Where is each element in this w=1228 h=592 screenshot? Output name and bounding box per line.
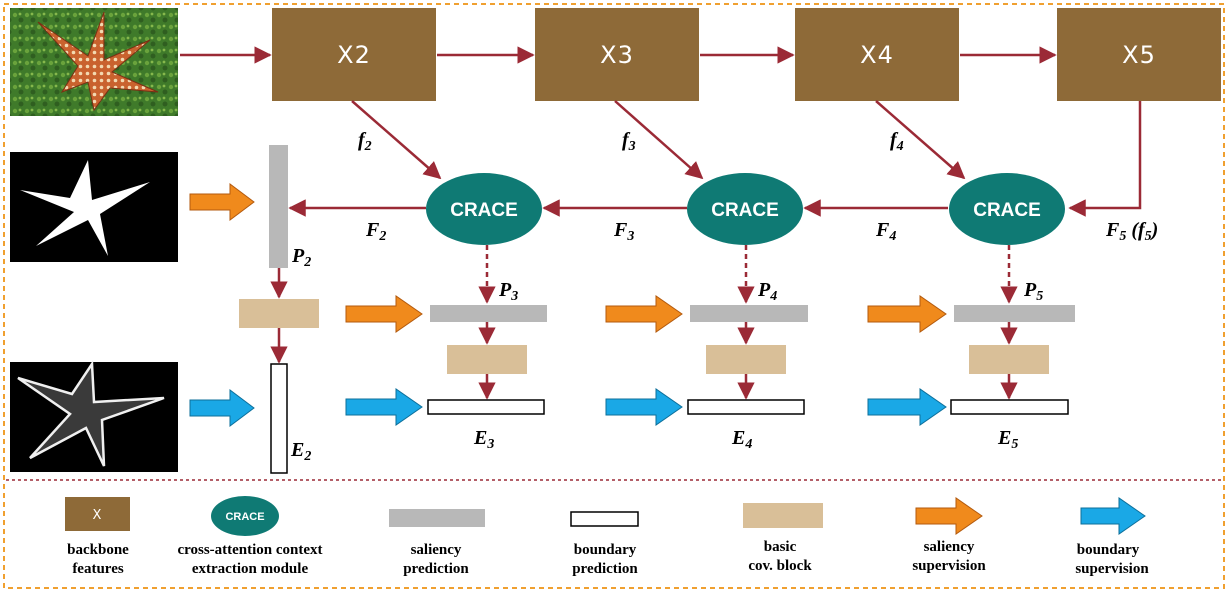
legend-boundary-prediction: boundary prediction bbox=[570, 511, 639, 577]
crace-module-1: CRACE bbox=[426, 173, 542, 245]
column-5 bbox=[950, 245, 1075, 415]
label-P3: P3 bbox=[498, 279, 518, 304]
saliency-supervision-arrows bbox=[189, 183, 947, 333]
legend-boundary-sup-line2: supervision bbox=[1075, 561, 1149, 577]
crace-label: CRACE bbox=[450, 200, 518, 221]
backbone-module-x4: X4 bbox=[795, 8, 959, 101]
crace-label: CRACE bbox=[711, 200, 779, 221]
legend-saliency-sup-line1: saliency bbox=[924, 539, 975, 555]
conv-block-5 bbox=[969, 345, 1049, 374]
label-F3: F3 bbox=[613, 219, 634, 244]
saliency-ground-truth-image bbox=[10, 152, 178, 262]
column-3 bbox=[427, 245, 547, 415]
legend-backbone-line2: features bbox=[72, 561, 124, 577]
backbone-module-x2: X2 bbox=[272, 8, 436, 101]
saliency-bar-p4 bbox=[690, 305, 808, 322]
conv-block-3 bbox=[447, 345, 527, 374]
conv-block-2 bbox=[239, 299, 319, 328]
legend-boundary-pred-line1: boundary bbox=[574, 542, 637, 558]
saliency-bar-p3 bbox=[430, 305, 547, 322]
legend-boundary-sup-line1: boundary bbox=[1077, 542, 1140, 558]
legend-crace-line2: extraction module bbox=[192, 561, 309, 577]
legend-saliency-sup-line2: supervision bbox=[912, 558, 986, 574]
boundary-bar-e5 bbox=[950, 399, 1069, 415]
module-label: X2 bbox=[337, 41, 371, 69]
boundary-bar-e2 bbox=[270, 363, 288, 474]
label-F4: F4 bbox=[875, 219, 896, 244]
module-label: X4 bbox=[860, 41, 894, 69]
legend-saliency-pred-line1: saliency bbox=[411, 542, 462, 558]
boundary-bar-e3 bbox=[427, 399, 545, 415]
crace-label: CRACE bbox=[973, 200, 1041, 221]
module-label: X5 bbox=[1122, 41, 1156, 69]
legend-saliency-supervision: saliency supervision bbox=[912, 497, 986, 574]
legend-conv-line2: cov. block bbox=[748, 558, 812, 574]
legend-backbone-line1: backbone bbox=[67, 542, 129, 558]
outer-border bbox=[3, 3, 1225, 589]
saliency-bar-p5 bbox=[954, 305, 1075, 322]
label-f3: f3 bbox=[622, 129, 636, 154]
legend-crace: CRACE cross-attention context extraction… bbox=[177, 496, 323, 577]
label-f4: f4 bbox=[890, 129, 904, 154]
legend-crace-icon-text: CRACE bbox=[225, 511, 264, 523]
label-P5: P5 bbox=[1023, 279, 1043, 304]
label-E5: E5 bbox=[997, 427, 1018, 452]
saliency-bar-p2 bbox=[269, 145, 288, 268]
legend-conv-line1: basic bbox=[764, 539, 797, 555]
label-E4: E4 bbox=[731, 427, 752, 452]
backbone-module-x5: X5 bbox=[1057, 8, 1221, 101]
legend: X backbone features CRACE cross-attentio… bbox=[65, 496, 1149, 577]
module-label: X3 bbox=[600, 41, 634, 69]
input-image bbox=[10, 8, 178, 116]
legend-crace-line1: cross-attention context bbox=[177, 542, 322, 558]
label-f2: f2 bbox=[358, 129, 372, 154]
legend-saliency-prediction: saliency prediction bbox=[389, 509, 485, 577]
boundary-bar-e4 bbox=[687, 399, 805, 415]
column-4 bbox=[687, 245, 808, 415]
feature-arrows bbox=[351, 100, 1142, 217]
label-F2: F2 bbox=[365, 219, 386, 244]
legend-boundary-pred-line2: prediction bbox=[572, 561, 638, 577]
legend-saliency-pred-line2: prediction bbox=[403, 561, 469, 577]
label-E2: E2 bbox=[290, 439, 311, 464]
conv-block-4 bbox=[706, 345, 786, 374]
boundary-ground-truth-image bbox=[10, 360, 178, 472]
legend-conv-block: basic cov. block bbox=[743, 503, 823, 574]
label-P2: P2 bbox=[291, 245, 311, 270]
label-P4: P4 bbox=[757, 279, 777, 304]
legend-backbone: X backbone features bbox=[65, 497, 130, 577]
crace-module-3: CRACE bbox=[949, 173, 1065, 245]
label-E3: E3 bbox=[473, 427, 494, 452]
label-F5: F5 (f5) bbox=[1105, 219, 1158, 244]
legend-backbone-icon-text: X bbox=[93, 508, 102, 523]
crace-module-2: CRACE bbox=[687, 173, 803, 245]
boundary-supervision-arrows bbox=[189, 388, 947, 427]
backbone-module-x3: X3 bbox=[535, 8, 699, 101]
legend-boundary-supervision: boundary supervision bbox=[1075, 497, 1149, 577]
